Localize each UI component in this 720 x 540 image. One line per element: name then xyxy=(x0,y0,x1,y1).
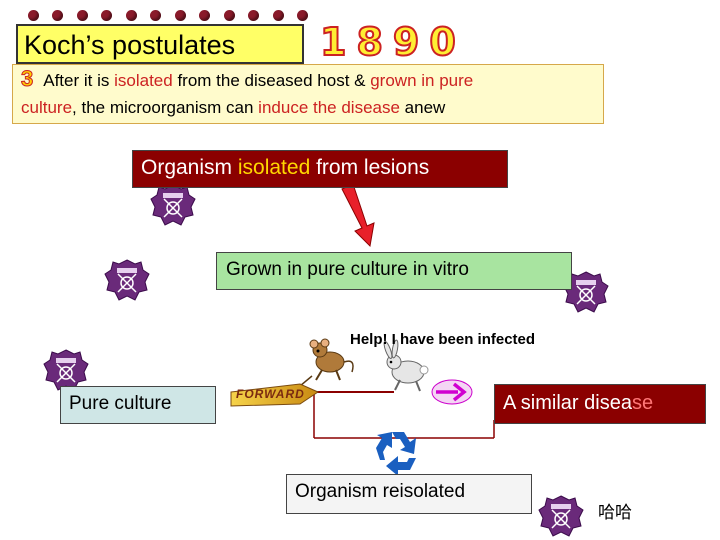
recycle-icon xyxy=(376,432,416,476)
dot-decoration xyxy=(272,10,284,21)
box-organism-isolated: Organism isolated from lesions xyxy=(132,150,508,188)
box-text: A similar disea xyxy=(503,392,632,414)
year-1890: 1 8 9 0 xyxy=(319,20,470,64)
virus-icon xyxy=(150,184,196,226)
dot-decoration xyxy=(101,10,113,21)
dot-decoration xyxy=(223,10,235,21)
postulate-text: from the diseased host & xyxy=(172,71,371,90)
postulate-line-2: culture, the microorganism can induce th… xyxy=(21,94,595,121)
virus-icon xyxy=(43,349,89,391)
page-title: Koch’s postulates xyxy=(16,24,304,64)
forward-label: FORWARD xyxy=(236,387,305,401)
box-text: from lesions xyxy=(310,156,430,179)
box-text: Organism xyxy=(141,156,238,179)
year-digit: 9 xyxy=(392,20,420,64)
year-digit: 0 xyxy=(428,20,456,64)
box-organism-reisolated: Organism reisolated xyxy=(286,474,532,514)
virus-icon xyxy=(104,259,150,301)
dot-decoration xyxy=(76,10,88,21)
box-highlight: se xyxy=(631,392,654,414)
dot-decoration xyxy=(199,10,211,21)
dot-decoration xyxy=(52,10,64,21)
dot-decoration xyxy=(125,10,137,21)
dot-decoration xyxy=(150,10,162,21)
postulate-text: , the microorganism can xyxy=(72,98,259,117)
dot-decoration xyxy=(296,10,308,21)
help-caption: Help! I have been infected xyxy=(350,331,536,348)
postulate-box: 3 After it is isolated from the diseased … xyxy=(12,64,604,124)
postulate-highlight: isolated xyxy=(114,71,173,90)
postulate-text: anew xyxy=(399,98,446,117)
magenta-arrow-icon xyxy=(431,379,473,405)
dot-decoration xyxy=(174,10,186,21)
year-digit: 8 xyxy=(355,20,383,64)
dot-decoration xyxy=(248,10,260,21)
red-arrow-icon xyxy=(341,183,375,248)
virus-icon xyxy=(538,495,584,537)
postulate-number: 3 xyxy=(20,66,34,91)
postulate-highlight: induce the disease xyxy=(258,98,400,117)
postulate-text: After it is xyxy=(43,71,115,90)
dot-decoration xyxy=(28,10,39,21)
box-grown-pure-culture: Grown in pure culture in vitro xyxy=(216,252,572,290)
box-pure-culture: Pure culture xyxy=(60,386,216,424)
mouse-icon xyxy=(299,338,354,387)
box-similar-disease: A similar disease xyxy=(494,384,706,424)
postulate-line-1: 3 After it is isolated from the diseased … xyxy=(20,66,595,94)
postulate-highlight: culture xyxy=(21,98,73,117)
cage-frame xyxy=(313,391,495,439)
postulate-highlight: grown in pure xyxy=(370,71,474,90)
box-highlight: isolated xyxy=(237,156,311,179)
haha-text: 哈哈 xyxy=(598,503,632,523)
title-dots xyxy=(28,8,308,24)
year-digit: 1 xyxy=(319,20,347,64)
